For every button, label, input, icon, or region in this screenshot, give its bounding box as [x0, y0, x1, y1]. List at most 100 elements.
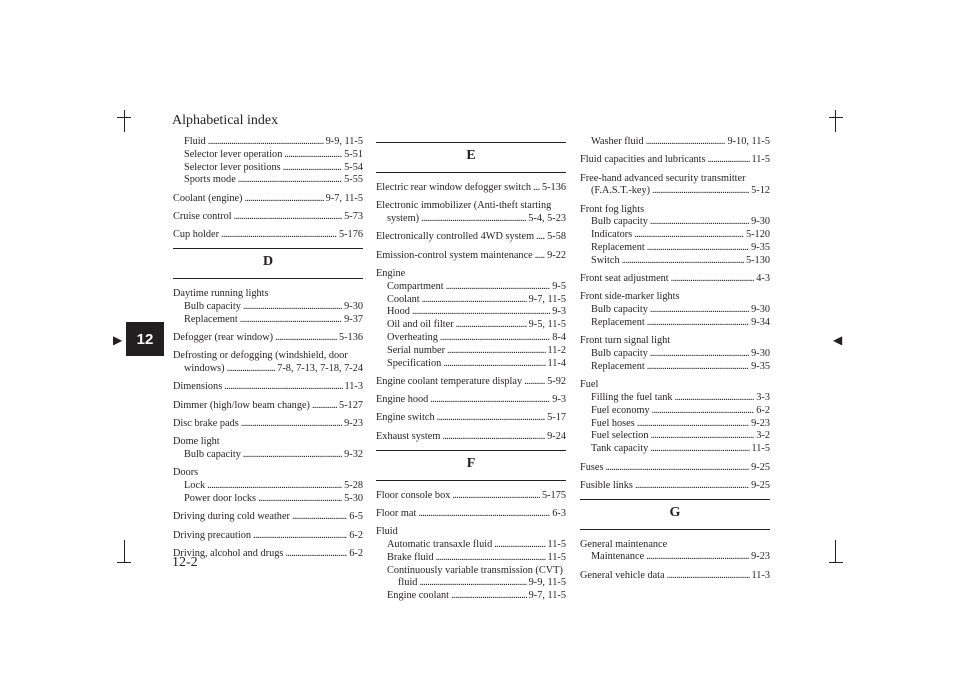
entry-label: Driving, alcohol and drugs [173, 547, 284, 559]
page-reference: 9-23 [344, 417, 363, 429]
entry-label: system) [387, 213, 420, 225]
index-entry-line: Fuel economy6-2 [580, 405, 770, 418]
entry-heading: Electronic immobilizer (Anti-theft start… [376, 200, 552, 212]
page-reference: 5-55 [344, 174, 363, 186]
page-reference: 11-2 [547, 344, 567, 356]
index-entry-line: Sports mode5-55 [173, 174, 363, 187]
dot-leader [647, 242, 749, 255]
dot-leader [437, 412, 546, 425]
page-reference: 6-2 [349, 529, 363, 541]
entry-label: Serial number [387, 344, 446, 356]
entry-label: Maintenance [591, 551, 645, 563]
page-reference: 5-176 [338, 229, 363, 241]
entry-label: Engine hood [376, 394, 429, 406]
entry-heading: General maintenance [580, 538, 668, 550]
index-entry-line: Hood9-3 [376, 306, 566, 319]
page-reference: 5-120 [745, 229, 770, 241]
entry-label: Engine coolant temperature display [376, 375, 523, 387]
page-reference: 5-136 [541, 182, 566, 193]
dot-leader [240, 314, 342, 327]
dot-leader [647, 317, 749, 330]
entry-label: Compartment [387, 280, 444, 292]
entry-label: General vehicle data [580, 569, 665, 581]
index-entry: General vehicle data11-3 [580, 570, 770, 583]
dot-leader [447, 345, 545, 358]
page-reference: 11-5 [751, 154, 771, 166]
page-reference: 9-7, 11-5 [528, 293, 566, 305]
dot-leader [622, 255, 744, 268]
index-entry-line: Engine switch5-17 [376, 412, 566, 425]
dot-leader [422, 294, 527, 307]
dot-leader [675, 392, 755, 405]
index-entry-line: Replacement9-35 [580, 242, 770, 255]
index-entry-line: Indicators5-120 [580, 229, 770, 242]
entry-label: Switch [591, 254, 620, 266]
dot-leader [227, 363, 276, 376]
dot-leader [234, 211, 343, 224]
page-reference: 9-7, 11-5 [325, 192, 363, 204]
index-entry: Front seat adjustment4-3 [580, 273, 770, 286]
index-entry-line: Power door locks5-30 [173, 493, 363, 506]
entry-label: Lock [184, 480, 206, 492]
dot-leader [221, 229, 337, 242]
page-reference: 5-4, 5-23 [528, 213, 566, 225]
section-letter: D [262, 254, 274, 270]
dot-leader [275, 332, 337, 345]
section-rule [376, 142, 566, 143]
index-entry: Sports mode5-55 [173, 174, 363, 187]
index-entry: Floor console box5-175 [376, 490, 566, 503]
section-letter-heading: D [173, 248, 363, 280]
page-reference: 9-30 [344, 300, 363, 312]
index-entry-line: Compartment9-5 [376, 281, 566, 294]
entry-heading: Front side-marker lights [580, 291, 680, 303]
index-entry-line: Fusible links9-25 [580, 480, 770, 493]
entry-label: Fusible links [580, 479, 633, 491]
entry-label: Specification [387, 357, 442, 369]
page-reference: 5-58 [547, 231, 566, 243]
registration-mark-icon: ◀ [833, 333, 843, 347]
index-entry-line: Fluid capacities and lubricants11-5 [580, 154, 770, 167]
dot-leader [650, 443, 749, 456]
page-reference: 3-3 [756, 392, 770, 404]
dot-leader [535, 250, 545, 263]
page-reference: 8-4 [552, 331, 566, 343]
dot-leader [708, 154, 750, 167]
page-reference: 9-22 [547, 249, 566, 261]
page-reference: 6-2 [756, 404, 770, 416]
index-entry-line: General vehicle data11-3 [580, 570, 770, 583]
dot-leader [671, 273, 755, 286]
index-entry-line: Tank capacity11-5 [580, 443, 770, 456]
index-entry: Selector lever positions5-54 [173, 162, 363, 175]
section-letter-heading: G [580, 498, 770, 530]
dot-leader [494, 539, 545, 552]
sub-entry-heading: Continuously variable transmission (CVT) [387, 564, 563, 576]
index-entry: Dimmer (high/low beam change)5-127 [173, 400, 363, 413]
entry-label: Coolant [387, 293, 420, 305]
index-entry-line: Driving, alcohol and drugs6-2 [173, 548, 363, 561]
entry-heading: Free-hand advanced security transmitter [580, 172, 746, 184]
index-entry: Washer fluid9-10, 11-5 [580, 136, 770, 149]
dot-leader [650, 348, 749, 361]
index-entry: Driving, alcohol and drugs6-2 [173, 548, 363, 561]
index-entry-line: Filling the fuel tank3-3 [580, 392, 770, 405]
index-entry-line: Floor mat6-3 [376, 508, 566, 521]
index-entry-line: Bulb capacity9-30 [580, 216, 770, 229]
dot-leader [667, 570, 750, 583]
dot-leader [258, 493, 342, 506]
entry-label: Driving precaution [173, 529, 252, 541]
entry-label: Replacement [591, 242, 645, 254]
index-entry-line: Washer fluid9-10, 11-5 [580, 136, 770, 149]
dot-leader [241, 418, 342, 431]
entry-label: Replacement [591, 360, 645, 372]
page-reference: 9-3 [552, 394, 566, 406]
index-entry-line: Specification11-4 [376, 358, 566, 371]
page-reference: 9-10, 11-5 [727, 136, 770, 147]
index-entry: Driving precaution 6-2 [173, 530, 363, 543]
entry-label: Dimmer (high/low beam change) [173, 399, 310, 411]
page-reference: 11-5 [547, 538, 567, 550]
index-entry: EngineCompartment9-5Coolant9-7, 11-5Hood… [376, 268, 566, 370]
page-reference: 5-175 [541, 489, 566, 501]
index-entry: Emission-control system maintenance9-22 [376, 250, 566, 263]
